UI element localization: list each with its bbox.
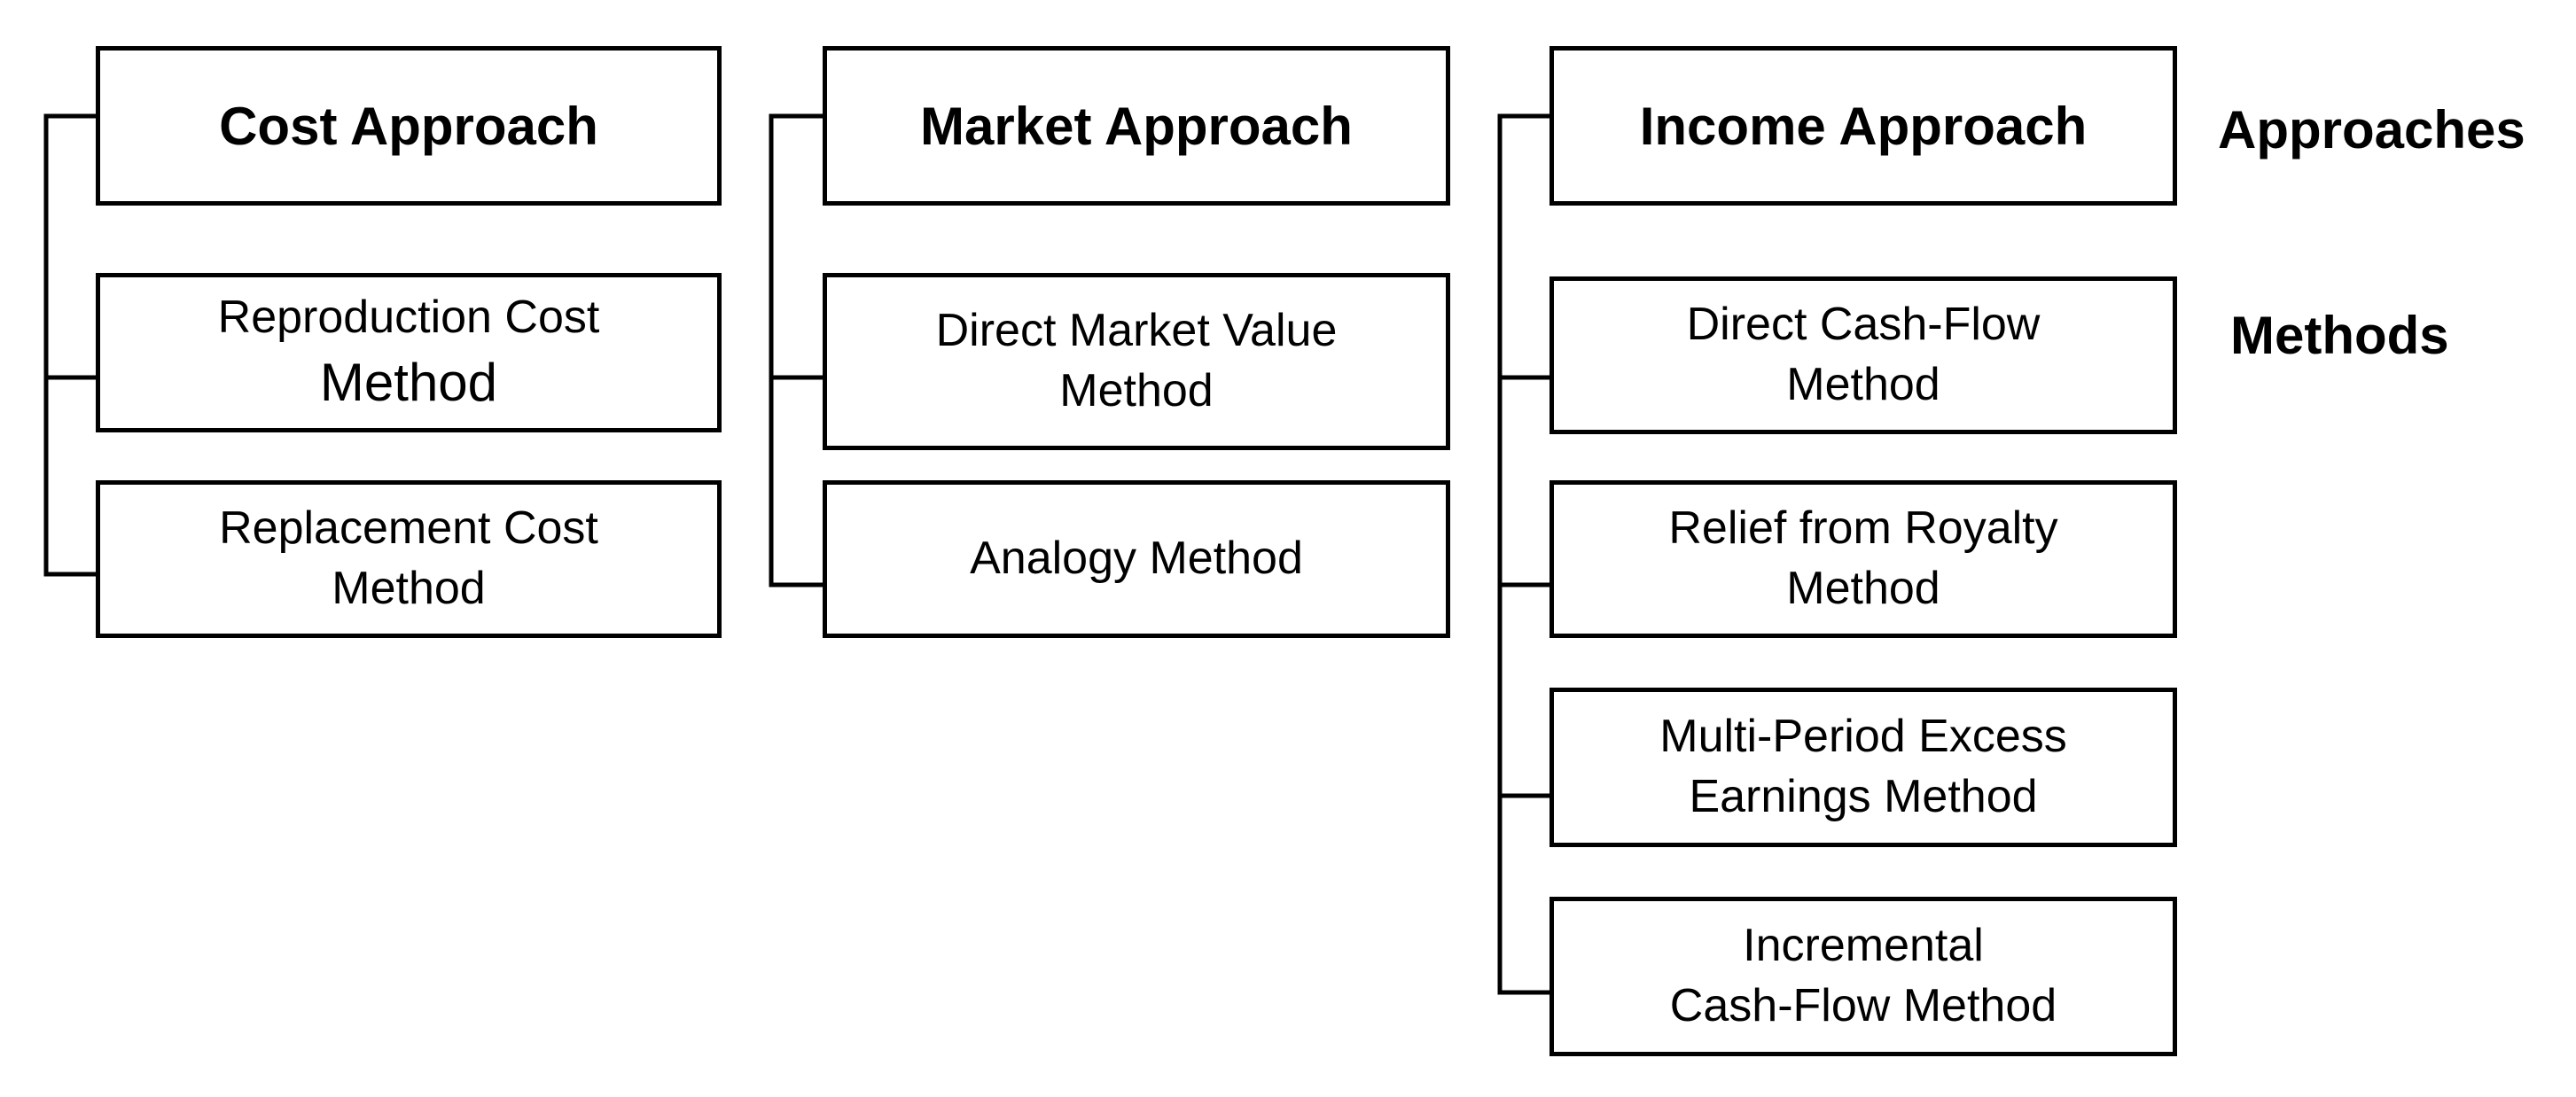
method-line: Direct Market Value [935, 305, 1338, 357]
replacement-cost-method-box: Replacement Cost Method [96, 480, 722, 638]
direct-cash-flow-method-box: Direct Cash-Flow Method [1550, 276, 2177, 434]
income-approach-label: Income Approach [1639, 96, 2088, 156]
method-line: Method [332, 563, 486, 614]
direct-market-value-method-box: Direct Market Value Method [823, 273, 1450, 450]
method-line: Method [1059, 365, 1214, 416]
market-approach-label: Market Approach [920, 96, 1353, 156]
method-line: Analogy Method [970, 533, 1303, 585]
method-line: Cash-Flow Method [1669, 980, 2057, 1031]
analogy-method-box: Analogy Method [823, 480, 1450, 638]
methods-row-label: Methods [2230, 306, 2449, 365]
market-approach-box: Market Approach [823, 46, 1450, 206]
relief-from-royalty-method-box: Relief from Royalty Method [1550, 480, 2177, 638]
method-line: Incremental [1743, 920, 1984, 972]
cost-approach-label: Cost Approach [219, 96, 598, 156]
multi-period-excess-earnings-method-box: Multi-Period Excess Earnings Method [1550, 688, 2177, 847]
method-line: Method [1786, 563, 1940, 614]
method-line: Direct Cash-Flow [1686, 299, 2041, 351]
method-line: Replacement Cost [219, 502, 598, 555]
reproduction-cost-method-box: Reproduction Cost Method [96, 273, 722, 432]
method-line: Method [1786, 359, 1940, 410]
incremental-cash-flow-method-box: Incremental Cash-Flow Method [1550, 897, 2177, 1056]
cost-approach-box: Cost Approach [96, 46, 722, 206]
method-line: Reproduction Cost [217, 292, 600, 344]
method-line: Earnings Method [1689, 771, 2038, 822]
income-approach-box: Income Approach [1550, 46, 2177, 206]
approaches-row-label: Approaches [2218, 100, 2525, 159]
method-line: Relief from Royalty [1668, 502, 2058, 555]
method-line: Multi-Period Excess [1659, 711, 2067, 763]
method-line: Method [319, 352, 498, 412]
